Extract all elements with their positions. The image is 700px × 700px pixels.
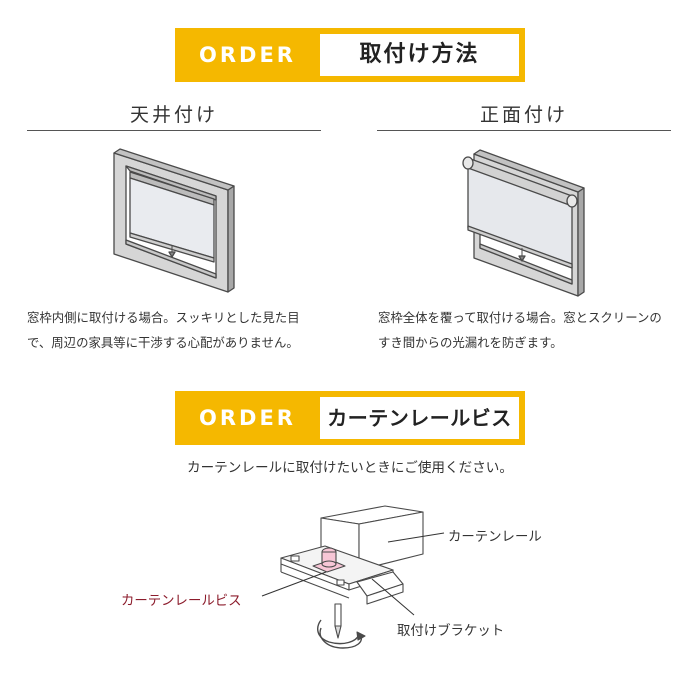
order-tag: ORDER: [199, 406, 296, 430]
front-mount-description: 窓枠全体を覆って取付ける場合。窓とスクリーンの すき間からの光漏れを防ぎます。: [378, 305, 662, 355]
desc-line: 窓枠内側に取付ける場合。スッキリとした見た目: [27, 310, 300, 325]
section-title: 取付け方法: [320, 34, 519, 76]
front-mount-illustration: [462, 149, 585, 297]
order-tag: ORDER: [199, 43, 296, 67]
section-banner-mounting: ORDER 取付け方法: [175, 28, 525, 82]
section-title: カーテンレールビス: [320, 397, 519, 439]
rail-label: カーテンレール: [448, 530, 542, 545]
desc-line: すき間からの光漏れを防ぎます。: [378, 335, 563, 350]
heading-divider: [27, 130, 321, 131]
ceiling-mount-illustration: [113, 148, 235, 293]
heading-divider: [377, 130, 671, 131]
desc-line: 窓枠全体を覆って取付ける場合。窓とスクリーンの: [378, 310, 662, 325]
ceiling-mount-description: 窓枠内側に取付ける場合。スッキリとした見た目 で、周辺の家具等に干渉する心配があ…: [27, 305, 300, 355]
front-mount-heading: 正面付け: [479, 104, 568, 126]
bracket-label: 取付けブラケット: [397, 624, 505, 639]
section-banner-rail-screw: ORDER カーテンレールビス: [175, 391, 525, 445]
rail-screw-intro: カーテンレールに取付けたいときにご使用ください。: [187, 460, 513, 476]
desc-line: で、周辺の家具等に干渉する心配がありません。: [27, 335, 299, 350]
ceiling-mount-heading: 天井付け: [129, 104, 218, 126]
screw-label: カーテンレールビス: [121, 594, 242, 609]
rail-screw-diagram: [280, 505, 424, 649]
